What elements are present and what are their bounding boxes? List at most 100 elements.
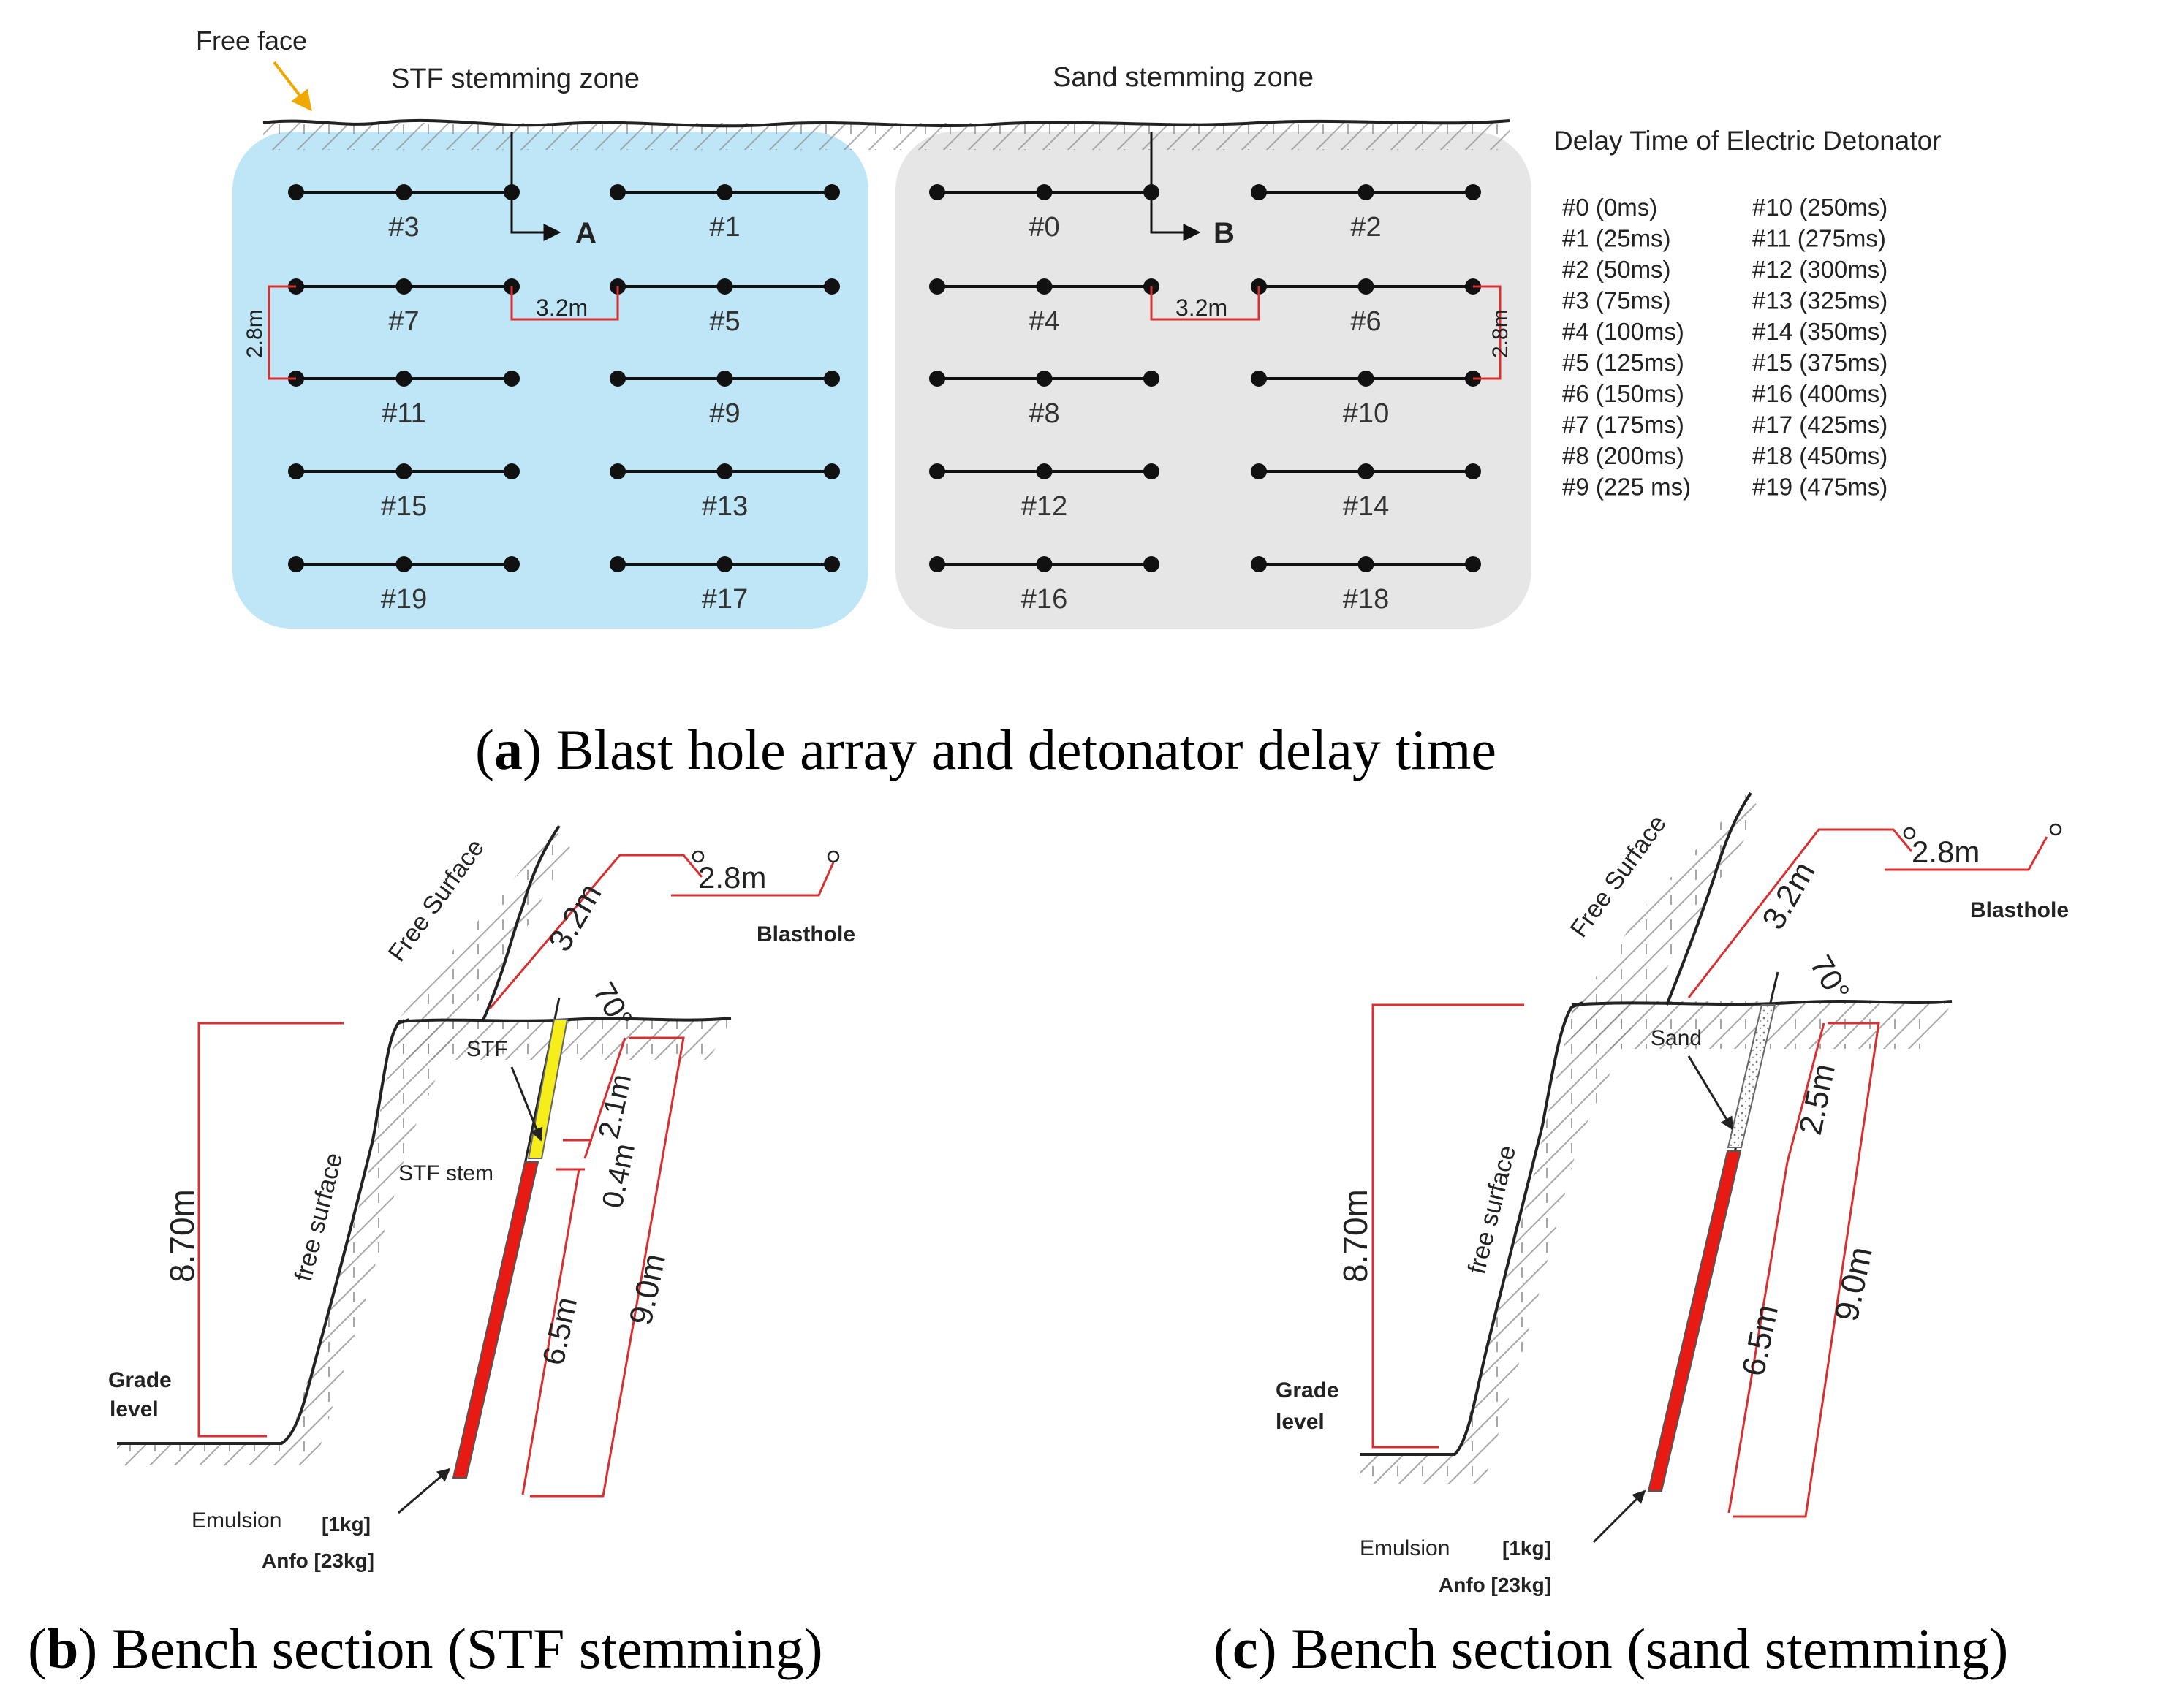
delay-table-entry: #1 (25ms) xyxy=(1562,225,1671,252)
svg-text:2.8m: 2.8m xyxy=(1488,309,1512,358)
hole-group: #11 xyxy=(288,371,520,429)
blast-hole xyxy=(1251,556,1267,572)
svg-text:2.8m: 2.8m xyxy=(243,309,267,358)
explosive-charge xyxy=(1647,1150,1742,1492)
blast-hole xyxy=(1143,556,1159,572)
hole-group: #15 xyxy=(288,463,520,522)
burden-dimension-stf: 2.8m xyxy=(243,285,296,380)
emulsion-pointer xyxy=(1592,1489,1646,1544)
burden-dimension-sand: 2.8m xyxy=(1473,285,1512,380)
blast-hole xyxy=(716,556,733,572)
delay-table-entry: #14 (350ms) xyxy=(1752,318,1887,345)
section-b-label: B xyxy=(1213,217,1235,249)
spacing-dimension-sand: 3.2m xyxy=(1150,286,1260,321)
delay-column-1: #0 (0ms)#1 (25ms)#2 (50ms)#3 (75ms)#4 (1… xyxy=(1562,194,1691,501)
upper-free-surface-profile xyxy=(481,824,561,1022)
blast-hole xyxy=(824,463,840,479)
stf-stemming-zone xyxy=(232,132,868,629)
blast-hole xyxy=(288,463,304,479)
delay-table-entry: #5 (125ms) xyxy=(1562,349,1684,376)
sand-pointer xyxy=(1687,1055,1734,1131)
blast-hole xyxy=(1036,463,1053,479)
anfo-label: Anfo [23kg] xyxy=(262,1549,374,1572)
blast-hole xyxy=(716,463,733,479)
section-a-label: A xyxy=(575,217,597,249)
hole-group: #12 xyxy=(929,463,1159,522)
hole-group: #1 xyxy=(610,184,840,243)
top-link-dimension xyxy=(1826,828,1913,852)
grade-label: Grade xyxy=(1276,1378,1339,1403)
hole-group: #14 xyxy=(1251,463,1481,522)
free-surface-profile xyxy=(1360,1001,1583,1456)
stem-length-label: 2.5m xyxy=(1792,1060,1842,1138)
emulsion-label: Emulsion xyxy=(192,1508,281,1533)
blast-hole xyxy=(929,184,945,200)
blast-hole xyxy=(1036,556,1053,572)
blast-hole xyxy=(1465,556,1481,572)
blast-hole xyxy=(395,371,412,387)
blast-hole xyxy=(1465,463,1481,479)
delay-number-label: #19 xyxy=(381,584,427,615)
blast-hole xyxy=(288,556,304,572)
blast-hole xyxy=(824,371,840,387)
hole-group: #18 xyxy=(1251,556,1481,615)
bench-top-hatch xyxy=(398,1020,731,1060)
hole-length-label: 9.0m xyxy=(623,1250,673,1328)
delay-number-label: #1 xyxy=(709,212,740,243)
blast-hole xyxy=(929,556,945,572)
blast-hole xyxy=(716,371,733,387)
delay-number-label: #16 xyxy=(1021,584,1067,615)
delay-table-entry: #18 (450ms) xyxy=(1752,442,1887,469)
bench-height-dimension xyxy=(197,1022,344,1438)
free-face-label: Free face xyxy=(196,26,307,56)
blast-hole xyxy=(1357,463,1374,479)
angle-label: 70° xyxy=(1803,949,1856,1007)
free-surface-profile xyxy=(117,1018,410,1445)
stf-stemming-plug xyxy=(527,1019,569,1159)
hole-length-dimension xyxy=(1733,1022,1880,1518)
delay-table-entry: #0 (0ms) xyxy=(1562,194,1657,221)
delay-table-entry: #12 (300ms) xyxy=(1752,256,1887,283)
hole-group: #19 xyxy=(288,556,520,615)
emulsion-pointer xyxy=(398,1468,451,1514)
blast-hole-rows: #3#1#7#5#11#9#15#13#19#17#0#2#4#6#8#10#1… xyxy=(288,184,1481,615)
blast-hole xyxy=(929,463,945,479)
blast-hole xyxy=(1357,278,1374,295)
delay-table-entry: #16 (400ms) xyxy=(1752,380,1887,407)
upper-free-surface-profile xyxy=(1665,792,1752,1006)
level-label: level xyxy=(1276,1410,1325,1434)
delay-number-label: #12 xyxy=(1021,491,1067,522)
delay-table-entry: #13 (325ms) xyxy=(1752,287,1887,314)
delay-number-label: #2 xyxy=(1350,212,1381,243)
delay-number-label: #15 xyxy=(381,491,427,522)
stem-length-label: 2.1m xyxy=(593,1071,638,1142)
blast-hole xyxy=(288,184,304,200)
free-surface-side-label: free surface xyxy=(289,1150,348,1284)
blast-hole xyxy=(395,463,412,479)
delay-number-label: #6 xyxy=(1350,306,1381,337)
delay-number-label: #9 xyxy=(709,398,740,429)
blast-hole xyxy=(716,184,733,200)
charge-dimension-line xyxy=(521,1169,580,1495)
svg-text:3.2m: 3.2m xyxy=(536,295,588,321)
blast-hole xyxy=(1251,463,1267,479)
charge-dimension-line xyxy=(1727,1161,1789,1514)
blasthole-marker xyxy=(827,850,840,863)
blast-hole xyxy=(1357,556,1374,572)
delay-table-entry: #17 (425ms) xyxy=(1752,411,1887,439)
blasthole-marker xyxy=(2049,823,2062,836)
sand-stemming-plug xyxy=(1727,1004,1776,1148)
delay-table-entry: #15 (375ms) xyxy=(1752,349,1887,376)
hole-group: #17 xyxy=(610,556,840,615)
hole-group: #13 xyxy=(610,463,840,522)
blast-hole xyxy=(504,463,520,479)
hole-group: #10 xyxy=(1251,371,1481,429)
top-spacing-label: 3.2m xyxy=(542,878,608,957)
charge-length-label: 6.5m xyxy=(536,1294,583,1368)
section-b-marker: B xyxy=(1150,132,1235,249)
blast-hole xyxy=(1251,184,1267,200)
caption-a: (a) Blast hole array and detonator delay… xyxy=(475,718,1496,781)
blast-hole xyxy=(504,556,520,572)
hole-group: #8 xyxy=(929,371,1159,429)
anfo-label: Anfo [23kg] xyxy=(1439,1574,1551,1596)
